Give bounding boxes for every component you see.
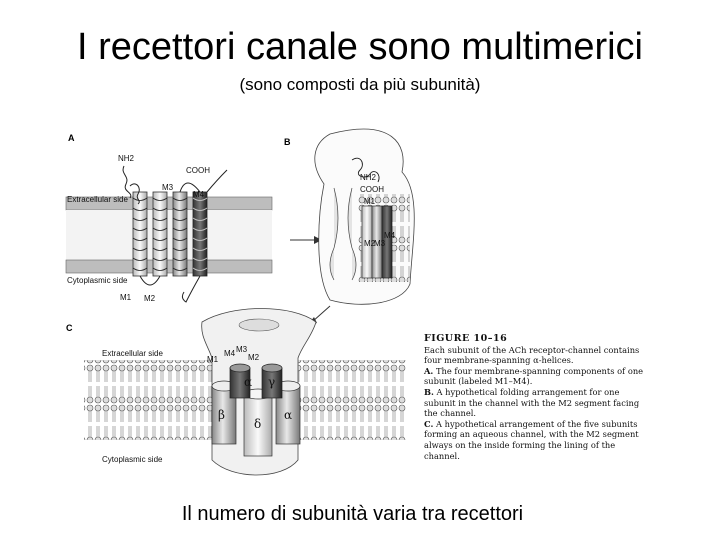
panel-a-cytoplasmic-label: Cytoplasmic side (67, 276, 128, 285)
caption-b-label: B. (424, 386, 434, 397)
n-terminal-chain (122, 165, 140, 205)
caption-c-label: C. (424, 418, 434, 429)
subunit-alpha-2 (229, 363, 251, 399)
arrow-a-to-b (290, 236, 322, 244)
caption-item-b: B. A hypothetical folding arrangement fo… (424, 387, 652, 419)
slide-subtitle: (sono composti da più subunità) (239, 75, 481, 94)
panel-c-m2-label: M2 (248, 353, 260, 362)
panel-a-m4-label: M4 (193, 190, 205, 199)
panel-c-letter: C (66, 323, 73, 333)
panel-c-m4-label: M4 (224, 349, 236, 358)
subunit-gamma-label: γ (268, 375, 275, 389)
receptor-figure: A Extracellular side Cytoplasmic side (62, 124, 662, 494)
panel-a-letter: A (68, 133, 75, 143)
loops (139, 182, 201, 303)
membrane-bottom-leaflet (65, 259, 273, 274)
slide-footer: Il numero di subunità varia tra recettor… (181, 503, 524, 525)
panel-a-cooh-label: COOH (186, 166, 210, 175)
panel-b-m2-label: M2 (364, 239, 376, 248)
subunit-beta-label: β (218, 408, 225, 422)
panel-c: C Extracellular side Cytoplasmic side (66, 308, 406, 476)
membrane-core (66, 210, 272, 260)
helix-m2 (152, 191, 168, 277)
panel-b-m4-label: M4 (384, 231, 396, 240)
helix-m4 (192, 191, 208, 277)
figure-caption: FIGURE 10–16 Each subunit of the ACh rec… (424, 333, 652, 461)
slide-title: I recettori canale sono multimerici (77, 26, 643, 68)
panel-b-nh2-label: NH2 (360, 173, 377, 182)
panel-a: A Extracellular side Cytoplasmic side (65, 133, 273, 303)
subunit-alpha-top-label: α (244, 375, 252, 389)
caption-a-text: The four membrane-spanning components of… (424, 365, 644, 387)
caption-intro: Each subunit of the ACh receptor-channel… (424, 344, 640, 366)
subunit-beta (261, 363, 283, 399)
subunit-delta-label: δ (254, 417, 261, 431)
caption-item-c: C. A hypothetical arrangement of the fiv… (424, 419, 652, 461)
panel-b-chain (351, 157, 380, 183)
panel-a-m2-label: M2 (144, 294, 156, 303)
caption-a-label: A. (424, 365, 434, 376)
panel-a-extracellular-label: Extracellular side (67, 195, 128, 204)
panel-b-letter: B (284, 137, 291, 147)
panel-a-m3-label: M3 (162, 183, 174, 192)
caption-figure-number: 10–16 (473, 333, 508, 344)
panel-b-m3-label: M3 (374, 239, 386, 248)
panel-b-m1-label: M1 (364, 197, 376, 206)
panel-b-cooh-label: COOH (360, 185, 384, 194)
c-terminal-chain (206, 169, 228, 193)
panel-c-extracellular-label: Extracellular side (102, 349, 163, 358)
caption-figure-label: FIGURE (424, 333, 470, 344)
panel-c-cytoplasmic-label: Cytoplasmic side (102, 455, 163, 464)
helix-m1 (132, 191, 148, 277)
pore-lining (329, 187, 357, 281)
caption-b-text: A hypothetical folding arrangement for o… (424, 386, 640, 419)
subunit-alpha-right-label: α (284, 408, 292, 422)
helix-m3 (172, 191, 188, 277)
channel-mouth (238, 318, 280, 332)
panel-c-m1-label: M1 (207, 355, 219, 364)
caption-item-a: A. The four membrane-spanning components… (424, 366, 652, 387)
panel-b: B NH2 COOH M1 M2 M3 M4 (284, 128, 415, 305)
panel-a-nh2-label: NH2 (118, 154, 135, 163)
panel-b-helix-m3 (381, 205, 393, 279)
caption-title: FIGURE 10–16 (424, 333, 652, 345)
panel-c-m3-label: M3 (236, 345, 248, 354)
caption-c-text: A hypothetical arrangement of the five s… (424, 418, 639, 461)
panel-a-m1-label: M1 (120, 293, 132, 302)
receptor-diagram: A Extracellular side Cytoplasmic side (65, 128, 415, 476)
